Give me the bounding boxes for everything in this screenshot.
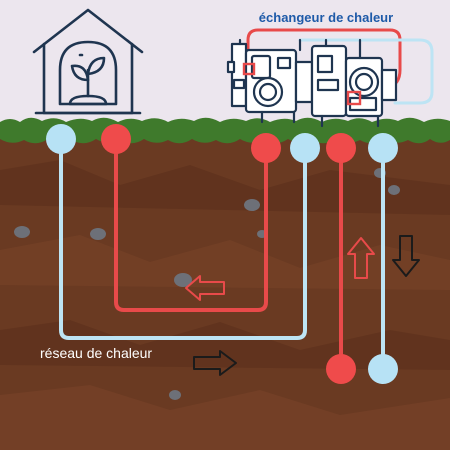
underground-rocks <box>14 168 400 400</box>
hot-pipe-main-loop <box>114 136 268 312</box>
node-hot-borehole-top <box>326 133 356 163</box>
cold-pipe-exchanger-link <box>298 38 434 105</box>
heat-exchanger-label: échangeur de chaleur <box>259 10 393 25</box>
node-hot-exchanger <box>251 133 281 163</box>
soil-texture <box>0 160 450 450</box>
pipe-nodes <box>46 124 398 384</box>
node-hot-greenhouse <box>101 124 131 154</box>
exchanger-hot-valves <box>242 62 362 106</box>
heat-network-label: réseau de chaleur <box>40 345 152 361</box>
cold-pipe-main-loop <box>59 138 307 340</box>
node-cold-borehole-bottom <box>368 354 398 384</box>
pipe-network <box>59 28 434 370</box>
node-cold-exchanger <box>290 133 320 163</box>
flow-arrow-cold-down <box>392 235 420 277</box>
node-hot-borehole-bottom <box>326 354 356 384</box>
flow-arrow-icon <box>185 235 420 376</box>
heat-exchanger-unit-icon <box>226 38 398 128</box>
flow-arrow-network-right <box>193 350 237 376</box>
flow-arrow-hot-left <box>185 275 225 301</box>
greenhouse-icon <box>32 8 144 115</box>
flow-arrow-hot-up <box>347 237 375 279</box>
node-cold-greenhouse <box>46 124 76 154</box>
node-cold-borehole-top <box>368 133 398 163</box>
